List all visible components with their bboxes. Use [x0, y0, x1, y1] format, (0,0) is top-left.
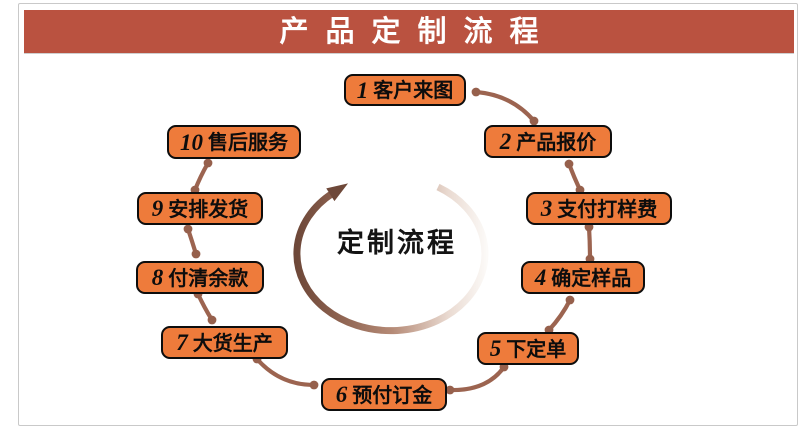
title-banner: 产品定制流程 — [24, 10, 794, 54]
step-box-2: 2 产品报价 — [484, 125, 612, 158]
step-label: 安排发货 — [168, 196, 249, 221]
step-number: 5 — [489, 336, 502, 361]
step-number: 1 — [356, 77, 369, 103]
step-box-6: 6 预付订金 — [321, 378, 447, 411]
step-label: 确定样品 — [551, 265, 632, 290]
step-label: 下定单 — [506, 336, 567, 361]
step-number: 6 — [335, 382, 348, 407]
connector-1-2 — [473, 89, 537, 124]
cycle-arrow-ring — [293, 183, 489, 335]
page-title: 产品定制流程 — [279, 14, 556, 48]
step-number: 8 — [151, 265, 164, 290]
step-number: 2 — [499, 129, 512, 154]
step-label: 大货生产 — [192, 330, 273, 355]
step-box-1: 1 客户来图 — [344, 74, 466, 106]
step-number: 10 — [180, 129, 203, 155]
step-box-3: 3 支付打样费 — [526, 192, 672, 225]
step-label: 售后服务 — [208, 130, 288, 154]
step-label: 客户来图 — [373, 78, 454, 102]
step-label: 付清余款 — [168, 265, 249, 290]
connector-5-6 — [447, 364, 507, 393]
cycle-center-label: 定制流程 — [337, 228, 457, 259]
connector-4-5 — [546, 297, 573, 333]
step-box-5: 5 下定单 — [477, 332, 579, 365]
step-label: 产品报价 — [516, 129, 597, 154]
connector-7-8 — [195, 291, 215, 323]
step-box-7: 7 大货生产 — [161, 326, 288, 359]
connector-9-10 — [192, 160, 211, 193]
connector-6-7 — [254, 356, 317, 388]
step-box-8: 8 付清余款 — [136, 261, 264, 294]
step-box-10: 10 售后服务 — [167, 125, 301, 159]
step-number: 4 — [534, 265, 547, 290]
step-number: 7 — [176, 330, 188, 355]
step-box-9: 9 安排发货 — [137, 192, 263, 225]
step-number: 3 — [540, 196, 553, 221]
step-box-4: 4 确定样品 — [521, 261, 645, 294]
step-number: 9 — [151, 196, 164, 221]
step-label: 预付订金 — [352, 382, 433, 407]
step-label: 支付打样费 — [557, 196, 658, 221]
connector-3-4 — [586, 224, 593, 262]
